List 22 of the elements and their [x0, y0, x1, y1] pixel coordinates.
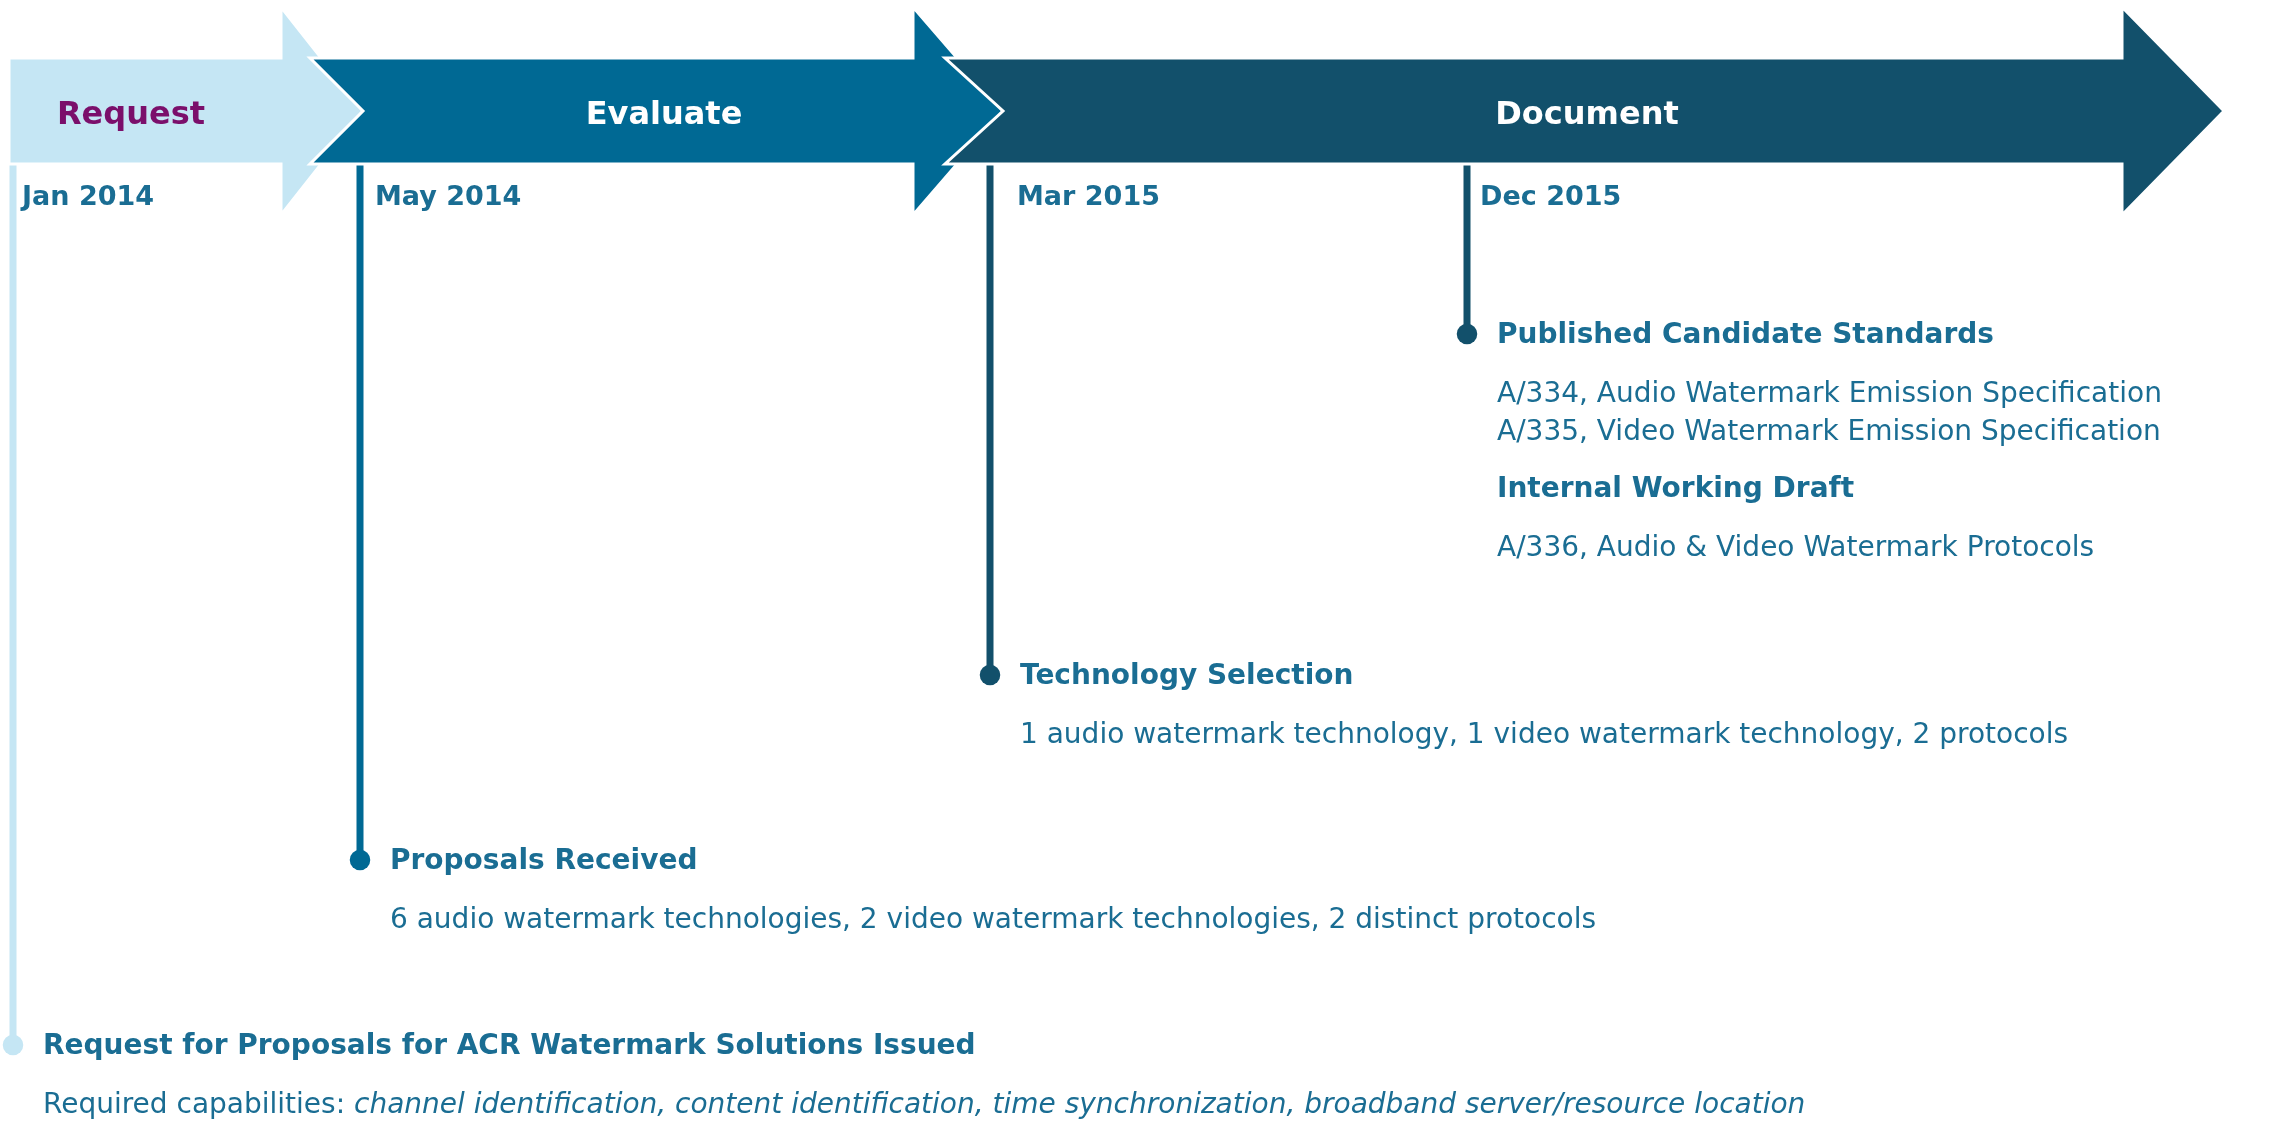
timeline-connector [979, 164, 1001, 686]
milestone-detail: 6 audio watermark technologies, 2 video watermark technologies, 2 distinct protocols [390, 901, 1597, 937]
milestone-heading: Internal Working Draft [1497, 470, 1856, 506]
milestone-detail: A/336, Audio & Video Watermark Protocols [1497, 529, 2095, 565]
date-label: Dec 2015 [1480, 179, 1622, 213]
phase-label: Evaluate [585, 93, 743, 133]
milestone-detail: A/335, Video Watermark Emission Specification [1497, 413, 2162, 449]
timeline-connector [2, 164, 24, 1056]
milestone-heading: Proposals Received [390, 842, 699, 878]
timeline-connector [1456, 164, 1478, 345]
milestone-heading: Technology Selection [1020, 657, 1355, 693]
milestone-detail: 1 audio watermark technology, 1 video watermark technology, 2 protocols [1020, 716, 2069, 752]
timeline-connector [349, 164, 371, 871]
phase-label: Document [1495, 93, 1679, 133]
milestone-detail: Required capabilities: channel identification, content identification, time synchronization, broadband server/resource location [43, 1086, 1806, 1122]
milestone-heading: Request for Proposals for ACR Watermark Solutions Issued [43, 1027, 977, 1063]
date-label: Mar 2015 [1017, 179, 1160, 213]
date-label: Jan 2014 [22, 179, 155, 213]
milestone-detail: A/334, Audio Watermark Emission Specification [1497, 375, 2162, 411]
phase-label: Request [56, 93, 206, 133]
date-label: May 2014 [375, 179, 522, 213]
milestone-heading: Published Candidate Standards [1497, 316, 1995, 352]
